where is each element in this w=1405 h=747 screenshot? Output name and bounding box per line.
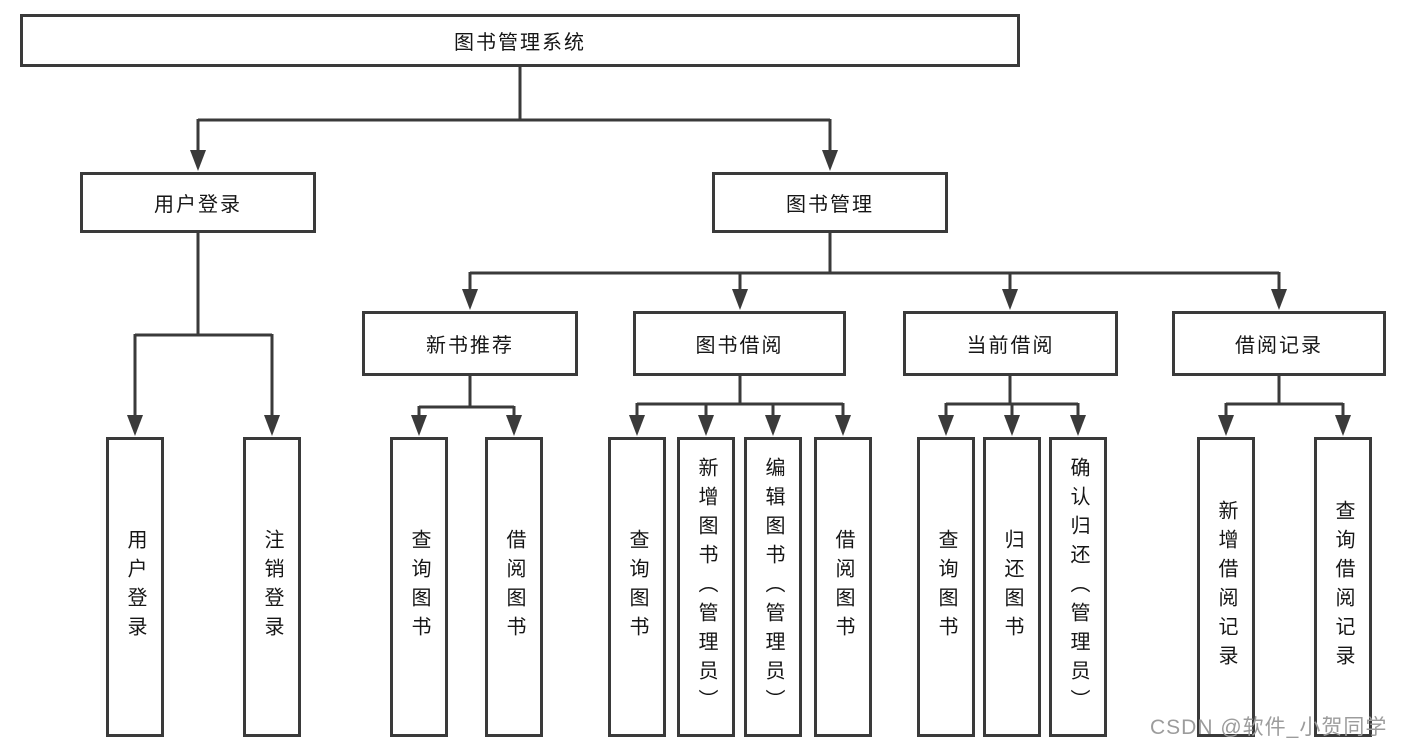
arrowhead bbox=[835, 415, 851, 436]
arrowhead bbox=[629, 415, 645, 436]
node-library-management-system: 图书管理系统 bbox=[20, 14, 1020, 67]
arrowhead bbox=[411, 415, 427, 436]
arrowhead bbox=[1271, 289, 1287, 310]
node-new-book-recommend: 新书推荐 bbox=[362, 311, 578, 376]
node-borrowing-records: 借阅记录 bbox=[1172, 311, 1386, 376]
arrowhead bbox=[698, 415, 714, 436]
leaf-recommend-borrow-books: 借阅图书 bbox=[485, 437, 543, 737]
leaf-records-add-record: 新增借阅记录 bbox=[1197, 437, 1255, 737]
leaf-recommend-query-books: 查询图书 bbox=[390, 437, 448, 737]
leaf-current-return-books: 归还图书 bbox=[983, 437, 1041, 737]
arrowhead bbox=[1002, 289, 1018, 310]
leaf-user-login: 用户登录 bbox=[106, 437, 164, 737]
arrowhead bbox=[765, 415, 781, 436]
arrowhead bbox=[1004, 415, 1020, 436]
arrowhead bbox=[938, 415, 954, 436]
arrowhead bbox=[506, 415, 522, 436]
node-book-management: 图书管理 bbox=[712, 172, 948, 233]
arrowhead bbox=[462, 289, 478, 310]
watermark: CSDN @软件_小贺同学 bbox=[1150, 716, 1388, 739]
node-user-login: 用户登录 bbox=[80, 172, 316, 233]
leaf-logout: 注销登录 bbox=[243, 437, 301, 737]
leaf-records-query-record: 查询借阅记录 bbox=[1314, 437, 1372, 737]
leaf-borrow-borrow-books: 借阅图书 bbox=[814, 437, 872, 737]
leaf-current-confirm-return-admin: 确认归还（管理员） bbox=[1049, 437, 1107, 737]
node-book-borrowing: 图书借阅 bbox=[633, 311, 846, 376]
arrowhead bbox=[1218, 415, 1234, 436]
leaf-current-query-books: 查询图书 bbox=[917, 437, 975, 737]
arrowhead bbox=[190, 150, 206, 171]
arrowhead bbox=[732, 289, 748, 310]
arrowhead bbox=[1335, 415, 1351, 436]
arrowhead bbox=[1070, 415, 1086, 436]
arrowhead bbox=[822, 150, 838, 171]
leaf-borrow-edit-books-admin: 编辑图书（管理员） bbox=[744, 437, 802, 737]
arrowhead bbox=[264, 415, 280, 436]
leaf-borrow-add-books-admin: 新增图书（管理员） bbox=[677, 437, 735, 737]
node-current-borrowing: 当前借阅 bbox=[903, 311, 1118, 376]
leaf-borrow-query-books: 查询图书 bbox=[608, 437, 666, 737]
arrowhead bbox=[127, 415, 143, 436]
